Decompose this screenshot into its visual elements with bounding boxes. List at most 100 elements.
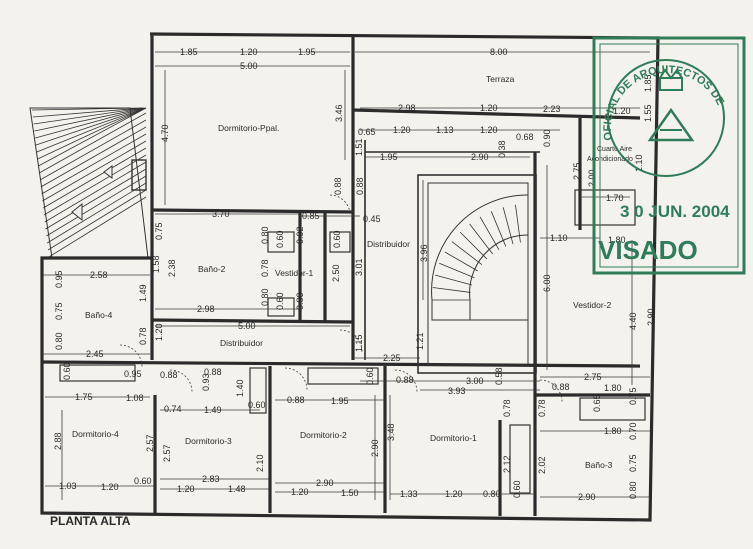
room-labels: Terraza Dormitorio-Ppal. Baño-2 Vestidor… [72,74,633,470]
dim-label: 1.33 [400,489,418,499]
roof-hatch-line [47,189,147,251]
roof-hatch-line [33,107,144,125]
room-label-dormitorio-ppal: Dormitorio-Ppal. [218,123,279,133]
vdim-label: 2.75 [572,162,582,180]
dim-label: 0.74 [164,404,182,414]
vdim-label: 0.38 [497,140,507,158]
dim-label: 0.88 [287,395,305,405]
dimension-labels-horizontal: 1.85 1.20 1.95 5.00 8.00 2.98 1.20 2.23 … [59,47,631,502]
vdim-label: 0.90 [542,129,552,147]
roof-hatch-line [35,107,147,146]
vdim-label: 2.50 [331,264,341,282]
vdim-label: 1.85 [643,74,653,92]
dim-label: 1.20 [291,487,309,497]
roof-hatch-line [38,107,147,167]
vdim-label: 2.90 [646,308,656,326]
vdim-label: 1.15 [354,334,364,352]
roof-hatch-line [42,140,147,202]
dim-label: 5.00 [240,61,258,71]
vdim-label: 0.80 [54,332,64,350]
vdim-label: 0.78 [138,327,148,345]
vdim-label: 4.70 [160,124,170,142]
room-label-bano-2: Baño-2 [198,264,226,274]
dim-label: 1.10 [550,233,568,243]
dim-label: 1.20 [393,125,411,135]
dim-label: 1.80 [604,426,622,436]
vdim-label: 0.75 [628,387,638,405]
vdim-label: 0.78 [537,399,547,417]
room-label-dormitorio-2: Dormitorio-2 [300,430,347,440]
dim-label: 1.85 [180,47,198,57]
roof-hatch-line [44,161,147,223]
roof-hatch-line [43,154,147,216]
dim-label: 0.95 [124,369,142,379]
dim-label: 2.90 [316,478,334,488]
room-label-bano-3: Baño-3 [585,460,613,470]
dim-label: 2.25 [383,353,401,363]
plan-title: PLANTA ALTA [50,514,131,528]
room-label-vestidor-1: Vestidor-1 [275,268,314,278]
roof-hatch-line [39,119,147,181]
staircase [417,174,537,374]
roof-hatch-line [31,107,143,111]
room-label-dormitorio-4: Dormitorio-4 [72,429,119,439]
dim-label: 1.20 [240,47,258,57]
room-label-bano-4: Baño-4 [85,310,113,320]
roof-hatch-line [34,107,145,132]
vdim-label: 3.01 [354,258,364,276]
dim-label: 1.50 [341,488,359,498]
roof-hatch-line [46,175,147,237]
vdim-label: 0.80 [628,481,638,499]
vdim-label: 0.88 [333,177,343,195]
dim-label: 1.20 [101,482,119,492]
dim-label: 3.93 [448,386,466,396]
vdim-label: 0.60 [275,230,285,248]
stair-tread [490,211,507,247]
vdim-label: 0.60 [365,367,375,385]
roof-hatch-line [36,107,147,153]
stair-tread [432,287,471,293]
vdim-label: 0.80 [260,288,270,306]
dim-label: 8.00 [490,47,508,57]
stair-tread [451,241,483,266]
vdim-label: 2.00 [587,169,597,187]
dim-label: 0.80 [483,489,501,499]
vdim-label: 2.90 [370,439,380,457]
vdim-label: 0.78 [260,259,270,277]
dim-label: 0.88 [204,367,222,377]
vdim-label: 0.60 [275,292,285,310]
roof-hatch [29,107,149,259]
stair-tread [479,216,500,250]
vdim-label: 3.96 [419,244,429,262]
vdim-label: 1.51 [354,138,364,156]
vdim-label: 2.57 [145,434,155,452]
dim-label: 2.75 [584,372,602,382]
stair-tread [515,204,521,243]
vdim-label: 1.40 [235,379,245,397]
vdim-label: 6.00 [542,274,552,292]
dim-label: 1.80 [604,383,622,393]
roof-hatch-line [45,168,147,230]
roof-hatch-line [37,107,147,160]
vdim-label: 1.49 [138,284,148,302]
dim-label: 1.20 [177,484,195,494]
dim-label: 0.88 [396,375,414,385]
crown-emblem-icon [647,68,695,142]
roof-hatch-line [40,126,147,188]
vdim-label: 1.55 [643,104,653,122]
roof-hatch-line [46,182,147,244]
room-label-vestidor-2: Vestidor-2 [573,300,612,310]
dim-label: 1.95 [380,152,398,162]
vdim-label: 0.80 [260,226,270,244]
dim-label: 1.49 [204,405,222,415]
dim-label: 1.20 [445,489,463,499]
vdim-label: 1.58 [151,255,161,273]
vdim-label: 0.58 [494,367,504,385]
stamp-date: 3 0 JUN. 2004 [620,202,730,221]
dim-label: 0.65 [358,127,376,137]
vdim-label: 1.10 [634,154,644,172]
dim-label: 2.83 [202,474,220,484]
vdim-label: 0.95 [54,270,64,288]
dim-label: 1.75 [75,392,93,402]
dim-label: 0.60 [248,400,266,410]
